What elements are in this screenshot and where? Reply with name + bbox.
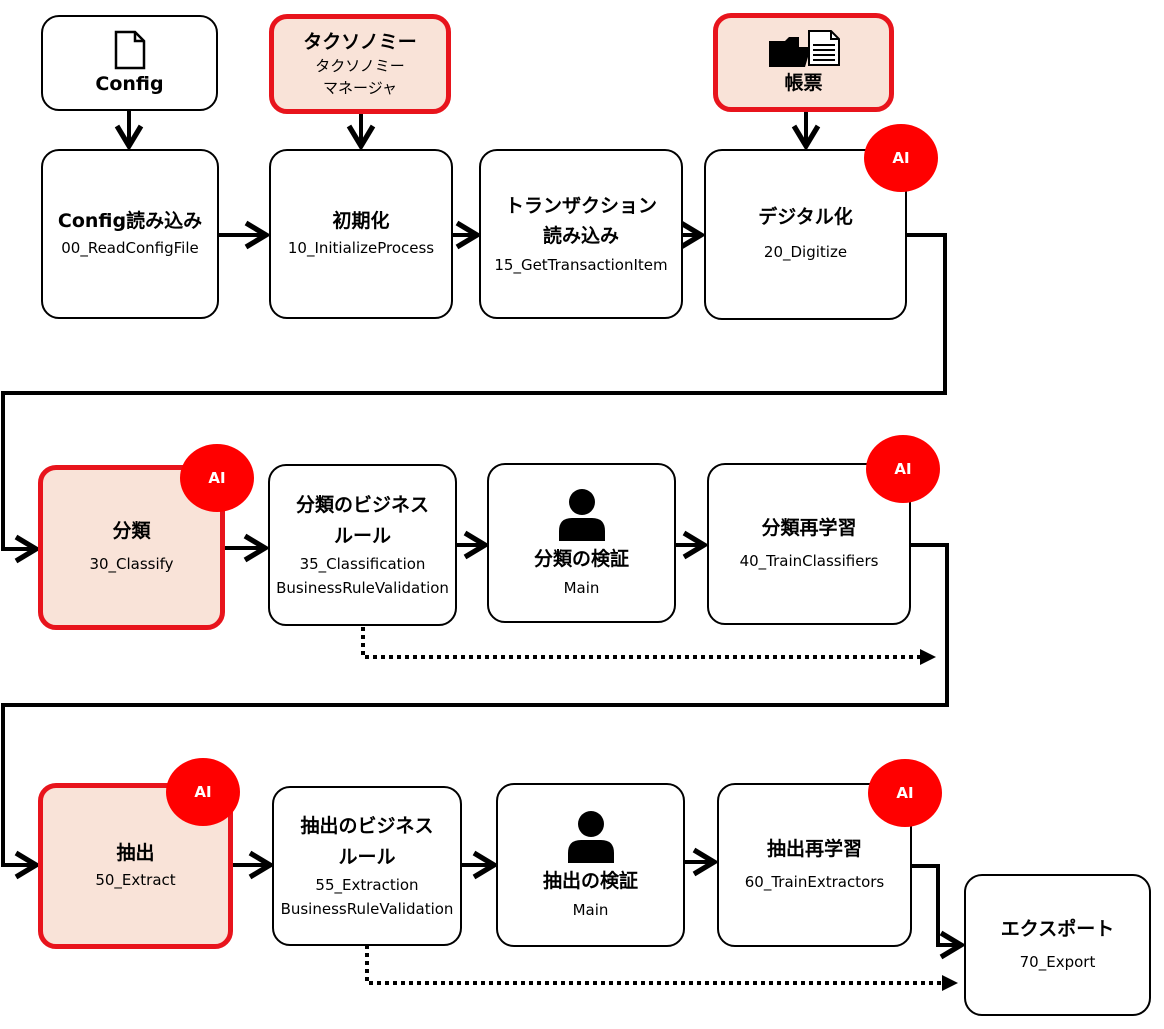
arrow-digitize-to-classify <box>1 233 947 564</box>
step-title: 分類再学習 <box>761 516 857 539</box>
taxonomy-input-title: タクソノミー <box>303 30 417 53</box>
step-workflow: Main <box>572 900 609 919</box>
step-workflow: 60_TrainExtractors <box>744 872 885 891</box>
step-title: デジタル化 <box>758 206 853 228</box>
extraction-rules-step: 抽出のビジネス ルール 55_Extraction BusinessRuleVa… <box>272 786 462 946</box>
export-step: エクスポート 70_Export <box>964 874 1151 1016</box>
get-transaction-step: トランザクション 読み込み 15_GetTransactionItem <box>479 149 683 319</box>
folder-document-icon <box>768 30 840 67</box>
document-icon <box>114 30 145 69</box>
step-workflow: 40_TrainClassifiers <box>739 551 879 570</box>
step-title: 分類のビジネス ルール <box>295 494 429 547</box>
person-icon <box>567 810 614 863</box>
forms-input-box: 帳票 <box>713 13 894 112</box>
ai-badge: AI <box>866 435 940 503</box>
step-workflow: 70_Export <box>1019 952 1096 971</box>
step-title: 抽出 <box>116 841 155 864</box>
classification-validation-step: 分類の検証 Main <box>487 463 676 623</box>
step-title: 初期化 <box>332 209 390 232</box>
config-input-box: Config <box>41 15 218 111</box>
step-workflow: 00_ReadConfigFile <box>61 238 199 257</box>
step-workflow: 50_Extract <box>95 870 176 889</box>
step-title: 分類の検証 <box>533 547 629 570</box>
step-workflow: 20_Digitize <box>763 243 848 261</box>
step-title: 抽出のビジネス ルール <box>300 815 434 868</box>
config-input-label: Config <box>95 72 164 95</box>
ai-badge: AI <box>180 444 254 512</box>
extraction-validation-step: 抽出の検証 Main <box>496 783 685 947</box>
initialize-step: 初期化 10_InitializeProcess <box>269 149 453 319</box>
forms-input-label: 帳票 <box>784 72 823 94</box>
ai-badge: AI <box>166 758 240 826</box>
taxonomy-input-box: タクソノミー タクソノミー マネージャ <box>269 14 451 114</box>
step-workflow: Main <box>563 578 600 597</box>
arrow-train-extractors-to-export <box>912 864 967 960</box>
step-title: 抽出再学習 <box>766 837 862 860</box>
dotted-arrow-classification-rules-skip <box>361 627 936 665</box>
ai-badge: AI <box>864 124 938 192</box>
step-title: 抽出の検証 <box>542 869 638 892</box>
step-workflow: 55_Extraction BusinessRuleValidation <box>280 876 454 918</box>
step-title: エクスポート <box>1000 917 1115 940</box>
arrow-train-classifiers-to-extract <box>1 543 949 880</box>
step-title: トランザクション 読み込み <box>504 195 657 247</box>
ai-badge: AI <box>868 759 942 827</box>
step-workflow: 35_Classification BusinessRuleValidation <box>276 555 449 597</box>
dotted-arrow-extraction-rules-skip <box>365 945 958 991</box>
step-workflow: 15_GetTransactionItem <box>494 256 668 274</box>
classification-rules-step: 分類のビジネス ルール 35_Classification BusinessRu… <box>268 464 457 626</box>
step-workflow: 30_Classify <box>89 555 174 573</box>
person-icon <box>558 488 605 541</box>
read-config-step: Config読み込み 00_ReadConfigFile <box>41 149 219 319</box>
step-workflow: 10_InitializeProcess <box>287 238 435 257</box>
step-title: 分類 <box>112 520 151 542</box>
step-title: Config読み込み <box>57 209 203 232</box>
taxonomy-input-subtitle: タクソノミー マネージャ <box>315 56 405 97</box>
